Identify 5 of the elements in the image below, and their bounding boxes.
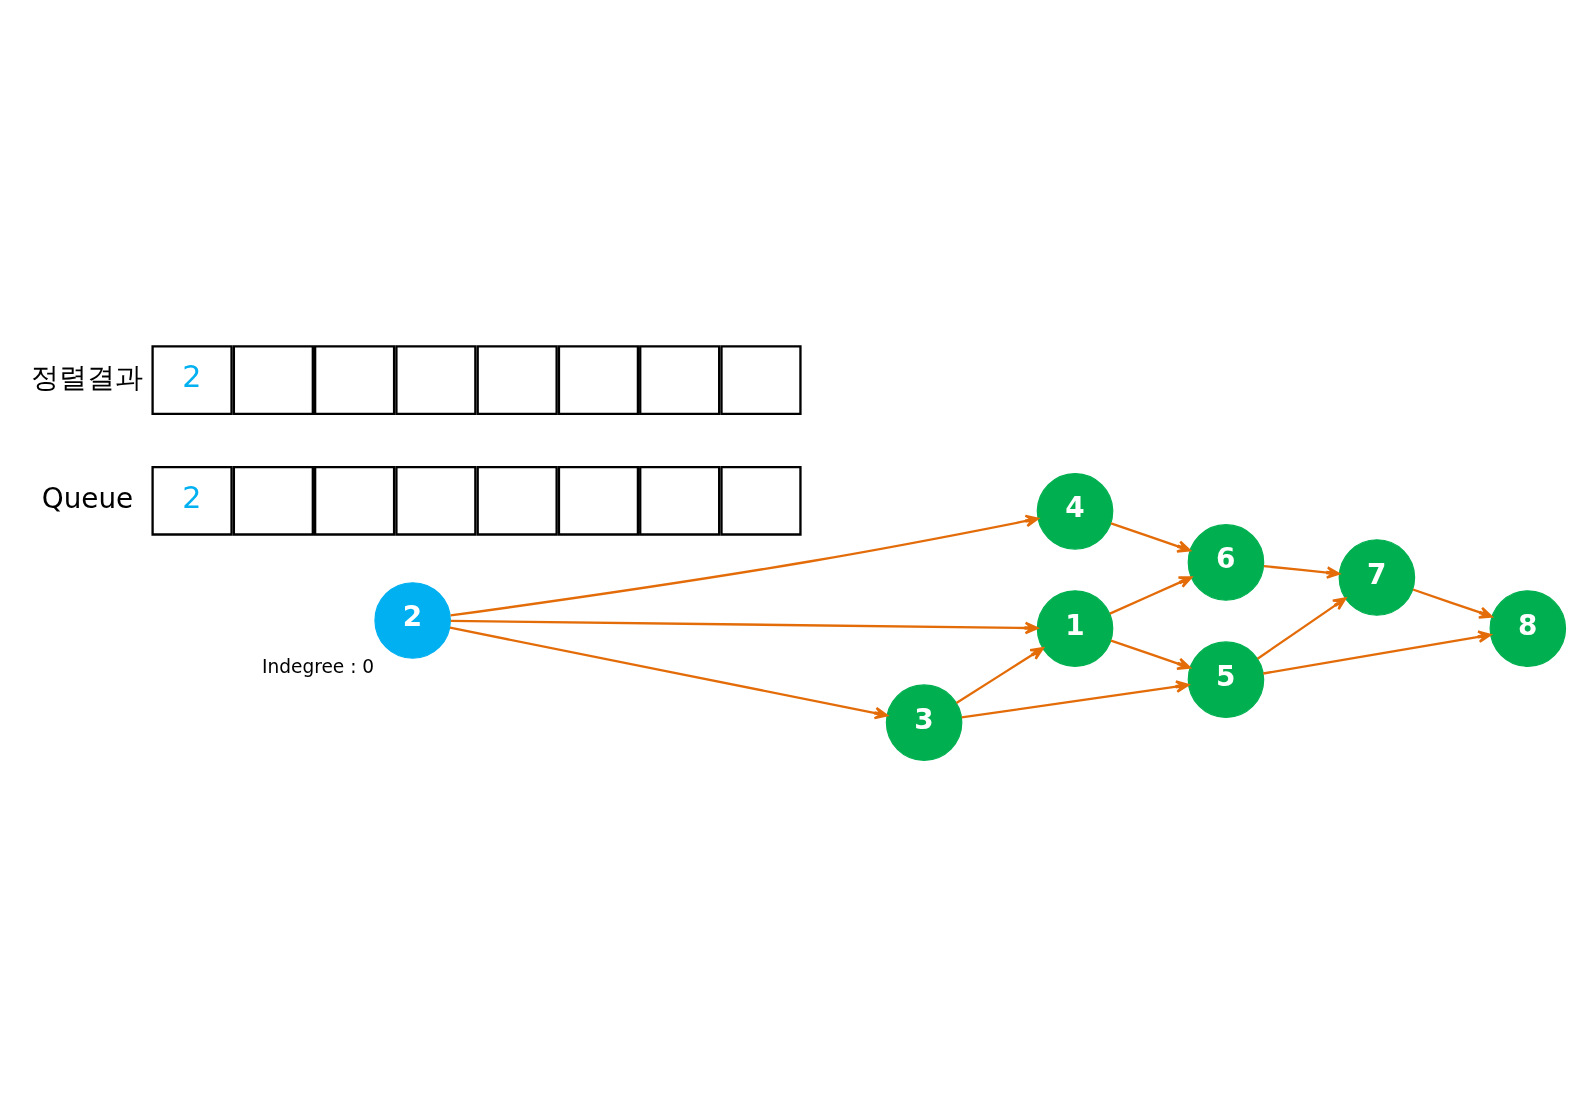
node-label: Indegree : 0: [261, 655, 375, 677]
label: Queue: [41, 481, 134, 515]
label: 2: [182, 479, 202, 515]
label: 정렬결과: [31, 360, 144, 394]
label: 2: [182, 358, 202, 394]
